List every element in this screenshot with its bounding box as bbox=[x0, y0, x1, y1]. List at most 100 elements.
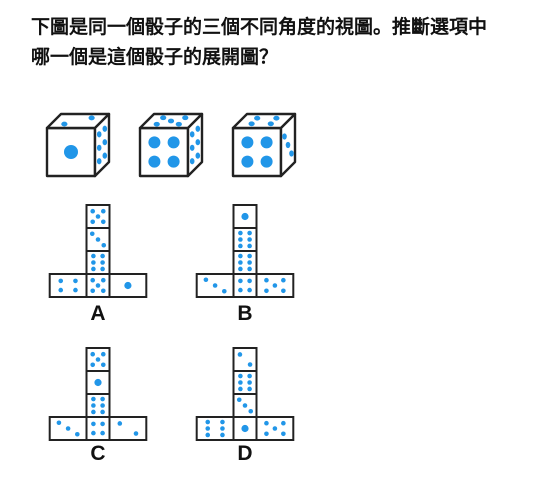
pip bbox=[195, 139, 201, 146]
net-face bbox=[232, 250, 258, 275]
pip bbox=[167, 118, 175, 124]
pip bbox=[153, 121, 160, 127]
pip bbox=[281, 420, 286, 426]
pip bbox=[247, 362, 253, 367]
pip bbox=[75, 431, 80, 437]
pip bbox=[90, 288, 96, 294]
pip bbox=[65, 426, 71, 431]
pip bbox=[238, 253, 243, 259]
net-face bbox=[108, 416, 148, 441]
pip bbox=[58, 287, 64, 293]
net-face bbox=[48, 273, 88, 298]
pip bbox=[96, 131, 102, 138]
option-label-c: C bbox=[90, 442, 105, 465]
pip bbox=[90, 219, 96, 225]
pip bbox=[91, 253, 96, 259]
pip bbox=[247, 287, 252, 293]
pip bbox=[90, 351, 96, 357]
pip bbox=[272, 426, 278, 431]
pip bbox=[220, 426, 225, 431]
pip bbox=[241, 424, 249, 433]
pip bbox=[238, 373, 243, 379]
net-face bbox=[85, 416, 111, 441]
pip bbox=[100, 421, 105, 427]
pip bbox=[205, 426, 211, 431]
pip bbox=[247, 243, 252, 249]
pip bbox=[195, 152, 201, 159]
pip bbox=[238, 287, 243, 293]
pip bbox=[95, 214, 101, 219]
pip bbox=[102, 125, 108, 132]
option-d-net bbox=[195, 347, 295, 441]
net-face bbox=[195, 416, 235, 441]
pip bbox=[264, 431, 269, 437]
option-a-net bbox=[48, 204, 148, 298]
pip bbox=[100, 409, 105, 415]
pip bbox=[101, 242, 107, 248]
net-face bbox=[232, 347, 258, 372]
pip bbox=[117, 421, 123, 426]
pip bbox=[264, 420, 269, 426]
net-face bbox=[232, 227, 258, 252]
pip bbox=[73, 287, 78, 293]
pip bbox=[247, 260, 252, 265]
pip bbox=[248, 408, 254, 414]
pip bbox=[281, 277, 286, 283]
pip bbox=[254, 115, 261, 121]
pip bbox=[175, 121, 182, 127]
pip bbox=[148, 155, 161, 168]
pip bbox=[237, 352, 243, 357]
pip bbox=[89, 231, 95, 237]
pip bbox=[238, 260, 243, 265]
pip bbox=[100, 288, 106, 294]
net-face bbox=[85, 393, 111, 418]
pip bbox=[91, 409, 96, 415]
cube-view-3 bbox=[231, 112, 297, 178]
pip bbox=[220, 432, 225, 438]
pip bbox=[102, 139, 108, 146]
pip bbox=[167, 136, 180, 149]
pip bbox=[91, 260, 96, 265]
pip bbox=[91, 403, 96, 408]
option-label-b: B bbox=[237, 302, 252, 325]
pip bbox=[100, 253, 105, 259]
option-label-d: D bbox=[237, 442, 252, 465]
pip bbox=[148, 136, 161, 149]
pip bbox=[238, 266, 243, 272]
pip bbox=[94, 378, 102, 387]
pip bbox=[260, 155, 273, 168]
pip bbox=[100, 351, 106, 357]
pip bbox=[100, 208, 106, 214]
pip bbox=[95, 237, 101, 242]
pip bbox=[247, 266, 252, 272]
pip bbox=[285, 141, 291, 149]
pip bbox=[58, 278, 64, 284]
pip bbox=[189, 158, 195, 165]
pip bbox=[238, 386, 243, 392]
pip bbox=[220, 419, 225, 425]
pip bbox=[260, 136, 273, 149]
cube-front-face bbox=[138, 126, 190, 178]
pip bbox=[247, 386, 252, 392]
pip bbox=[264, 288, 269, 294]
pip bbox=[282, 133, 287, 140]
pip bbox=[238, 230, 243, 236]
pip bbox=[241, 155, 254, 168]
question-line-2: 哪一個是這個骰子的展開圖？ bbox=[31, 46, 279, 68]
pip bbox=[247, 253, 252, 259]
pip bbox=[100, 219, 106, 225]
pip bbox=[267, 121, 274, 127]
pip bbox=[100, 266, 105, 272]
pip bbox=[189, 131, 195, 138]
pip bbox=[242, 403, 248, 408]
pip bbox=[91, 396, 96, 402]
pip bbox=[189, 144, 195, 151]
pip bbox=[95, 357, 101, 362]
pip bbox=[100, 260, 105, 265]
pip bbox=[160, 115, 167, 121]
pip bbox=[100, 362, 106, 368]
pip bbox=[238, 237, 243, 242]
pip bbox=[90, 277, 96, 283]
pip bbox=[281, 288, 286, 294]
cube-view-2 bbox=[138, 112, 204, 178]
